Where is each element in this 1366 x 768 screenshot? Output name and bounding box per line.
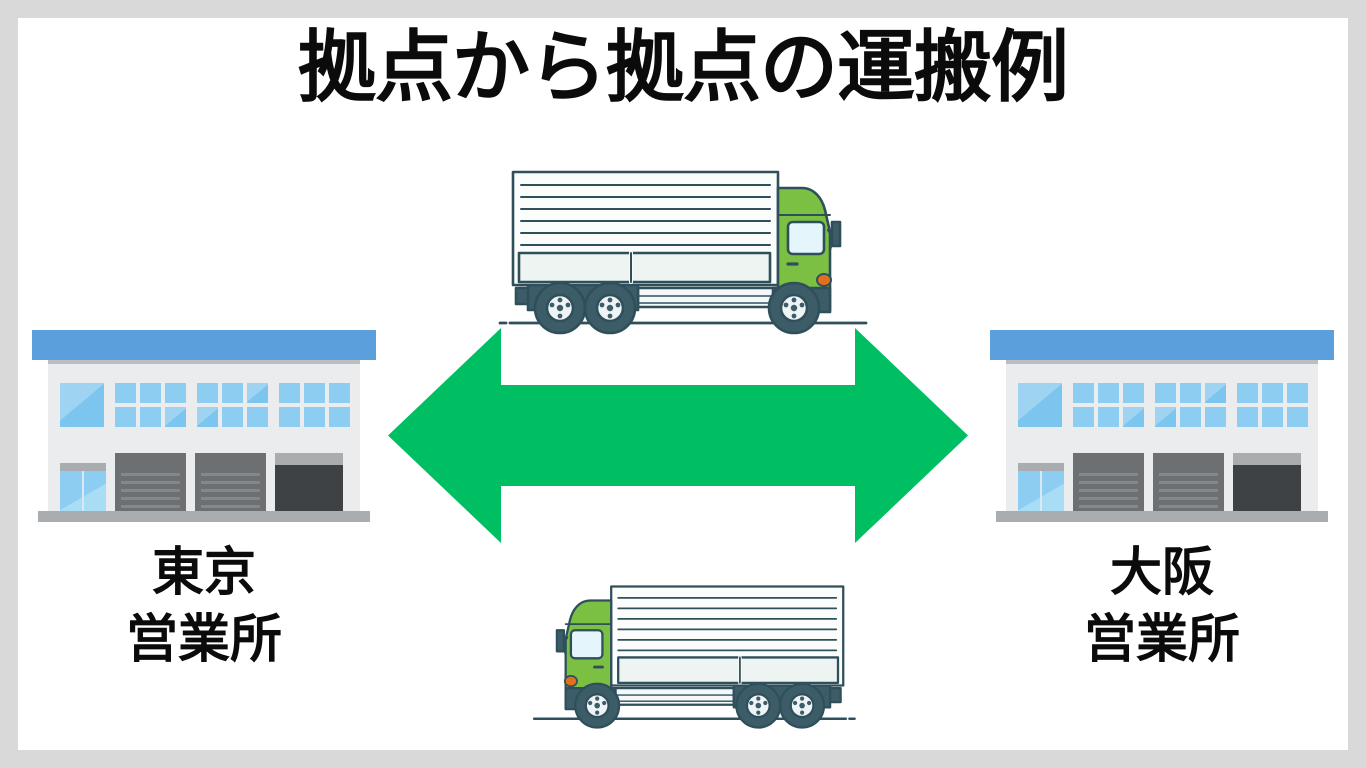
entry-door: [1018, 463, 1064, 515]
page-title: 拠点から拠点の運搬例: [297, 23, 1069, 113]
loading-bay: [275, 453, 343, 515]
arrow-shape: [388, 328, 968, 543]
roof: [990, 330, 1334, 360]
window: [1262, 407, 1283, 427]
window: [1098, 407, 1119, 427]
window-group: [1073, 383, 1144, 427]
window-band: [1018, 382, 1308, 428]
building-base: [38, 511, 370, 522]
window: [1262, 383, 1283, 403]
window: [1237, 407, 1258, 427]
delivery-truck-icon-top: [498, 170, 868, 335]
window: [115, 383, 136, 403]
window: [1155, 407, 1176, 427]
door-band: [60, 449, 352, 515]
window-group: [1237, 383, 1308, 427]
window: [329, 407, 350, 427]
window: [1123, 383, 1144, 403]
roof-eave: [48, 360, 360, 367]
window: [329, 383, 350, 403]
bay-opening: [1233, 465, 1301, 515]
window: [1180, 383, 1201, 403]
window: [304, 407, 325, 427]
window: [1155, 383, 1176, 403]
window: [140, 407, 161, 427]
window: [1237, 383, 1258, 403]
window: [1287, 407, 1308, 427]
window: [115, 407, 136, 427]
entry-door-split: [82, 471, 84, 515]
roof-eave: [1006, 360, 1318, 367]
roof: [32, 330, 376, 360]
window: [279, 407, 300, 427]
window: [279, 383, 300, 403]
window-group: [115, 383, 186, 427]
shutter-door: [115, 453, 186, 515]
label-right-office: 大阪 営業所: [984, 540, 1340, 673]
window: [222, 383, 243, 403]
entry-header: [1018, 463, 1064, 471]
building-wall: [48, 364, 360, 516]
shutter-door: [1073, 453, 1144, 515]
entry-door-split: [1040, 471, 1042, 515]
window: [1180, 407, 1201, 427]
label-office: 営業所: [1083, 609, 1240, 670]
window: [1287, 383, 1308, 403]
bay-opening: [275, 465, 343, 515]
bidirectional-arrow-icon: [388, 328, 968, 543]
window: [197, 407, 218, 427]
entry-header: [60, 463, 106, 471]
window: [197, 383, 218, 403]
window: [247, 383, 268, 403]
window-band: [60, 382, 350, 428]
building-right-osaka: [984, 330, 1340, 526]
entry-door: [60, 463, 106, 515]
bay-header: [275, 453, 343, 465]
label-city: 東京: [151, 543, 256, 603]
bay-header: [1233, 453, 1301, 465]
building-left-tokyo: [26, 330, 382, 526]
door-band: [1018, 449, 1310, 515]
window: [247, 407, 268, 427]
window: [222, 407, 243, 427]
label-city: 大阪: [1109, 543, 1214, 603]
loading-bay: [1233, 453, 1301, 515]
large-window: [1018, 383, 1062, 427]
window: [1073, 383, 1094, 403]
window-group: [279, 383, 350, 427]
label-left-office: 東京 営業所: [26, 540, 382, 673]
window: [165, 383, 186, 403]
label-office: 営業所: [125, 609, 282, 670]
window: [1205, 407, 1226, 427]
window: [1123, 407, 1144, 427]
window: [165, 407, 186, 427]
window: [1205, 383, 1226, 403]
building-wall: [1006, 364, 1318, 516]
window: [140, 383, 161, 403]
slide-canvas: 拠点から拠点の運搬例: [18, 18, 1348, 750]
shutter-door: [1153, 453, 1224, 515]
window: [304, 383, 325, 403]
delivery-truck-icon-bottom: [532, 585, 856, 729]
window-group: [197, 383, 268, 427]
window-group: [1155, 383, 1226, 427]
window: [1073, 407, 1094, 427]
window: [1098, 383, 1119, 403]
large-window: [60, 383, 104, 427]
shutter-door: [195, 453, 266, 515]
building-base: [996, 511, 1328, 522]
